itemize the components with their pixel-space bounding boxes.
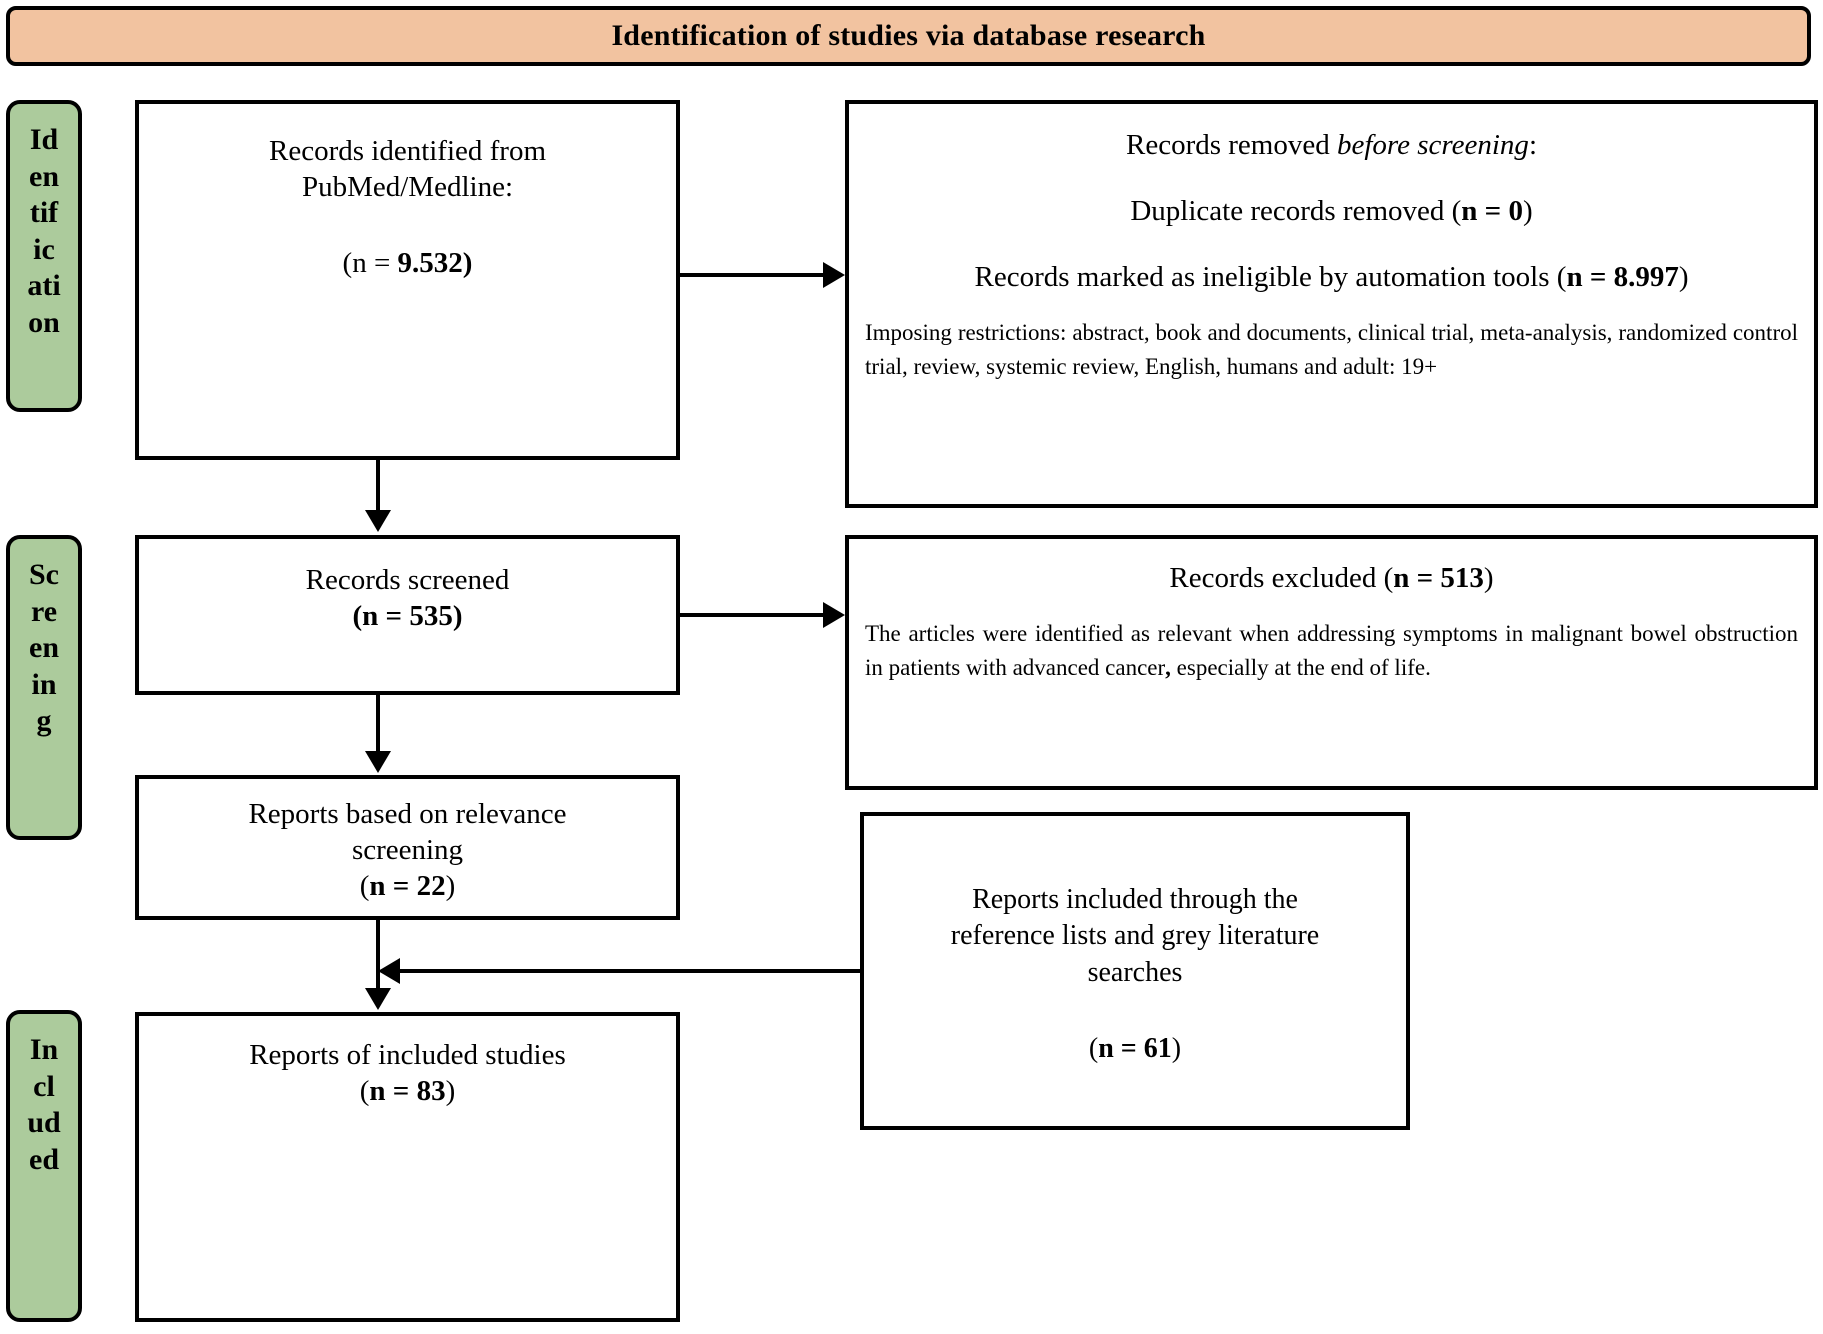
phase-label-line: in xyxy=(31,667,57,701)
phase-label-line: Sc xyxy=(29,558,59,591)
reports-relevance-count: (n = 22) xyxy=(359,869,456,902)
connector-relevance-to-included xyxy=(376,920,380,990)
phase-label-line: g xyxy=(36,704,52,738)
box-reports-included-studies: Reports of included studies (n = 83) xyxy=(135,1012,680,1322)
phase-label-line: en xyxy=(29,159,59,193)
arrow-down-icon xyxy=(365,510,391,532)
connector-identified-to-screened xyxy=(376,460,380,512)
phase-label-line: Id xyxy=(29,123,59,156)
duplicate-records-removed: Duplicate records removed (n = 0) xyxy=(1130,194,1533,227)
phase-label-line: on xyxy=(28,305,60,339)
arrow-down-icon xyxy=(365,988,391,1010)
phase-label-line: ed xyxy=(29,1142,59,1176)
reports-included-label: Reports of included studies xyxy=(249,1039,566,1071)
box-reports-relevance-screening: Reports based on relevance screening (n … xyxy=(135,775,680,920)
phase-label-line: ic xyxy=(33,232,55,266)
box-records-screened: Records screened (n = 535) xyxy=(135,535,680,695)
connector-screened-to-excluded xyxy=(680,613,825,617)
box-records-excluded: Records excluded (n = 513) The articles … xyxy=(845,535,1818,790)
box-reports-reference-lists: Reports included through the reference l… xyxy=(860,812,1410,1130)
arrow-down-icon xyxy=(365,751,391,773)
records-excluded-heading: Records excluded (n = 513) xyxy=(1169,562,1494,594)
phase-label-line: tif xyxy=(29,196,59,230)
phase-label-line: en xyxy=(29,631,59,665)
reports-reference-line3: searches xyxy=(1087,956,1183,988)
arrow-right-icon xyxy=(823,602,845,628)
connector-screened-to-relevance xyxy=(376,695,380,753)
phase-label-line: ud xyxy=(27,1106,61,1140)
reports-reference-line1: Reports included through the xyxy=(972,884,1298,915)
records-identified-line2: PubMed/Medline: xyxy=(301,170,514,203)
box-records-identified: Records identified from PubMed/Medline: … xyxy=(135,100,680,460)
records-screened-label: Records screened xyxy=(305,564,510,596)
reports-relevance-line2: screening xyxy=(351,833,464,866)
page-title: Identification of studies via database r… xyxy=(611,19,1206,52)
reports-reference-line2: reference lists and grey literature xyxy=(950,920,1320,952)
records-screened-count: (n = 535) xyxy=(352,599,463,632)
phase-label-line: cl xyxy=(33,1069,55,1103)
records-identified-count: (n = 9.532) xyxy=(342,246,473,279)
records-identified-line1: Records identified from xyxy=(268,135,547,167)
reports-included-count: (n = 83) xyxy=(359,1074,456,1107)
arrow-right-icon xyxy=(823,262,845,288)
phase-label-line: re xyxy=(30,594,58,628)
imposing-restrictions-text: Imposing restrictions: abstract, book an… xyxy=(865,319,1798,380)
phase-label-line: In xyxy=(29,1033,59,1066)
reports-reference-count: (n = 61) xyxy=(1088,1033,1182,1065)
records-removed-heading: Records removed before screening: xyxy=(1126,129,1537,161)
reports-relevance-line1: Reports based on relevance xyxy=(248,798,567,830)
arrow-left-icon xyxy=(378,958,400,984)
phase-label-included: In cl ud ed xyxy=(6,1010,82,1322)
phase-label-line: ati xyxy=(27,269,61,303)
records-excluded-body: The articles were identified as relevant… xyxy=(865,620,1798,681)
diagram-header-banner: Identification of studies via database r… xyxy=(6,6,1811,66)
records-ineligible-automation: Records marked as ineligible by automati… xyxy=(974,260,1689,293)
connector-reference-to-included xyxy=(400,969,862,973)
phase-label-screening: Sc re en in g xyxy=(6,535,82,840)
phase-label-identification: Id en tif ic ati on xyxy=(6,100,82,412)
connector-identified-to-removed xyxy=(680,273,825,277)
box-records-removed: Records removed before screening: Duplic… xyxy=(845,100,1818,508)
